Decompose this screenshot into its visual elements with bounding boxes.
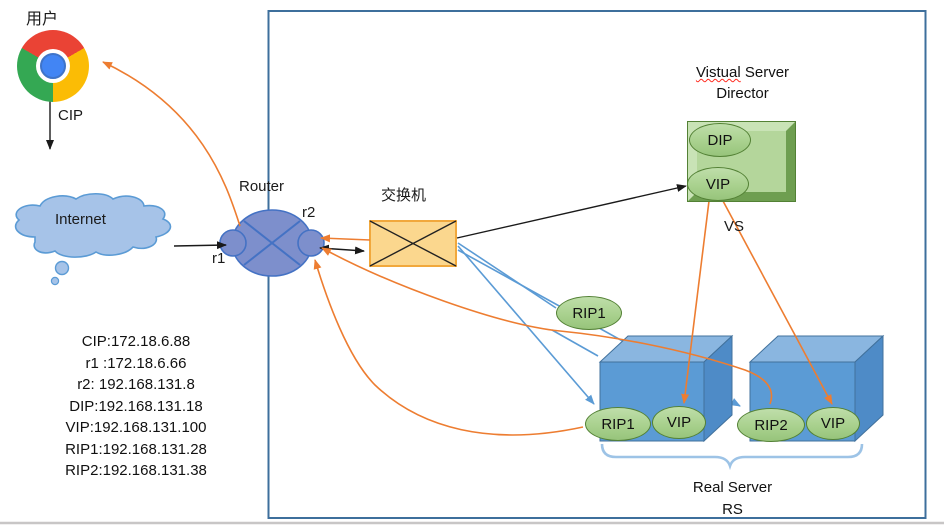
ip-line-r1: r1 :172.18.6.66 <box>85 354 187 372</box>
internet-label: Internet <box>55 211 106 228</box>
flow-rip1-to-router <box>313 259 584 436</box>
switch-label: 交换机 <box>381 187 427 204</box>
flow-switch-to-router <box>320 234 371 243</box>
director-vip-ellipse: VIP <box>687 167 749 201</box>
vs-label: VS <box>724 218 745 235</box>
real-server-label: Real Server <box>692 479 773 496</box>
director-title-line1: Vistual Server <box>660 62 825 83</box>
server2-rip2-ellipse: RIP2 <box>737 408 805 442</box>
real-server-caption: Real Server RS <box>655 477 810 521</box>
flow-director-vip-to-server1-vip <box>681 200 710 404</box>
r2-label: r2 <box>302 204 316 221</box>
ip-line-dip: DIP:192.168.131.18 <box>69 397 203 415</box>
ip-line-cip: CIP:172.18.6.88 <box>81 333 191 350</box>
internet-cloud <box>14 192 172 286</box>
r1-label: r1 <box>212 250 226 267</box>
router-node <box>219 209 325 277</box>
director-title-word2: Server <box>744 64 790 81</box>
router-label: Router <box>239 178 285 195</box>
real-servers-brace <box>600 443 864 471</box>
server2-vip-ellipse: VIP <box>806 407 860 440</box>
flow-router-to-user <box>102 61 241 227</box>
diagram-frame <box>267 10 927 519</box>
ip-line-r2: r2: 192.168.131.8 <box>77 376 195 393</box>
switch-node <box>369 220 457 267</box>
server1-rip1-ellipse: RIP1 <box>585 407 651 441</box>
ip-address-legend: CIP:172.18.6.88 r1 :172.18.6.66 r2: 192.… <box>38 331 234 482</box>
ip-line-rip2: RIP2:192.168.131.38 <box>65 462 207 479</box>
user-label: 用户 <box>26 11 59 28</box>
rip1-callout-ellipse: RIP1 <box>556 296 622 330</box>
chrome-blue-center <box>40 53 66 79</box>
server1-vip-ellipse: VIP <box>652 406 706 439</box>
ip-line-vip: VIP:192.168.131.100 <box>65 419 207 436</box>
director-title: Vistual Server Director <box>660 62 825 104</box>
flow-director-vip-to-server2-vip <box>722 200 833 405</box>
arrow-switch-to-director-vip <box>456 184 687 239</box>
ip-line-rip1: RIP1:192.168.131.28 <box>65 440 207 458</box>
chrome-browser-icon <box>17 30 89 102</box>
rs-label: RS <box>722 501 743 518</box>
director-title-word1: Vistual <box>695 64 741 81</box>
director-title-line2: Director <box>716 85 769 102</box>
link-switch-to-rip1-callout <box>457 242 557 309</box>
link-rip1-callout-to-server1 <box>551 329 599 357</box>
dip-ellipse: DIP <box>689 123 751 157</box>
flow-rip2-to-router <box>321 247 773 405</box>
arrow-internet-to-router <box>173 241 227 250</box>
cip-label: CIP <box>58 107 84 124</box>
